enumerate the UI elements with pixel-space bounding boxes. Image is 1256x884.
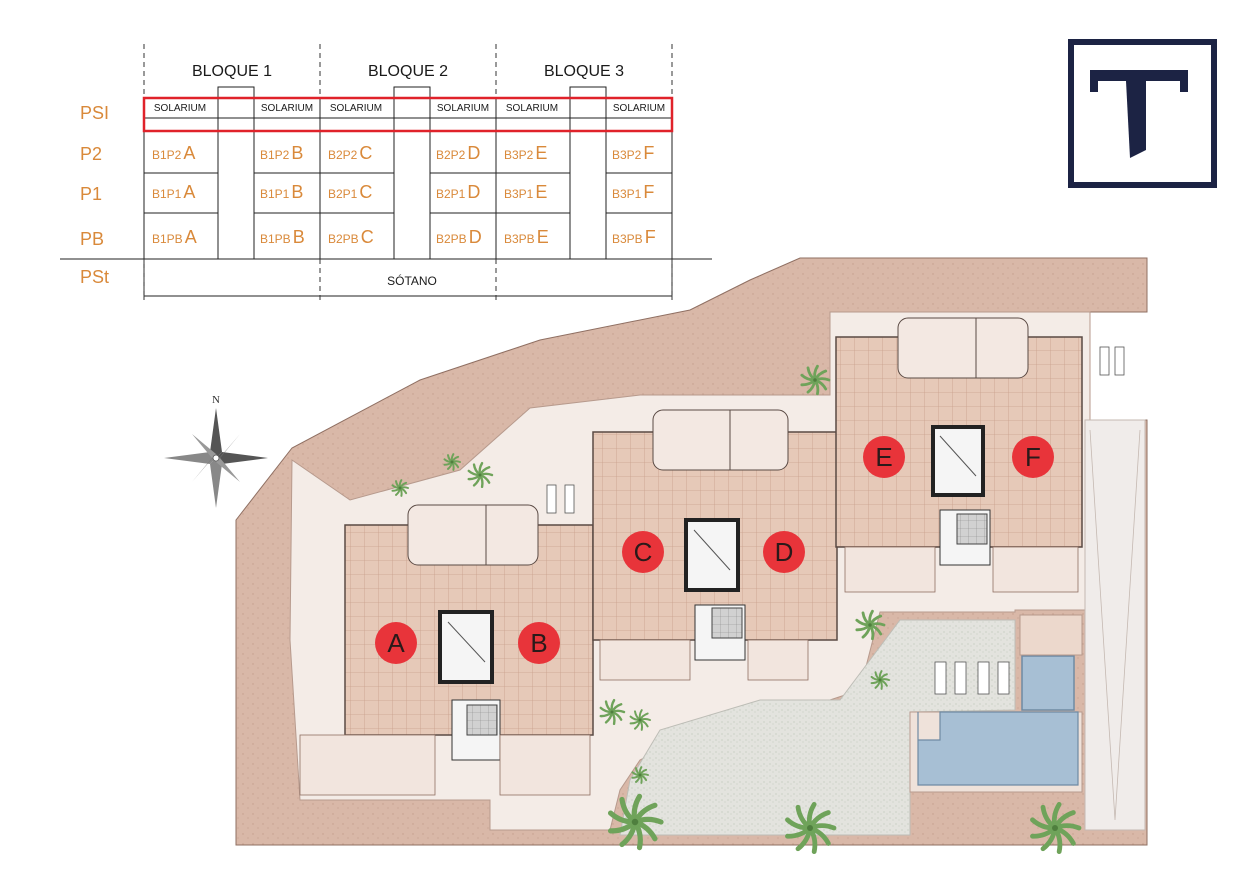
svg-text:D: D bbox=[775, 537, 794, 567]
solarium-label: SOLARIUM bbox=[613, 103, 665, 114]
garden-plants bbox=[391, 364, 1082, 855]
palm-plant bbox=[607, 793, 664, 851]
svg-text:E: E bbox=[875, 442, 892, 472]
floor-label: PSI bbox=[80, 103, 109, 123]
unit-marker-a: A bbox=[375, 622, 417, 664]
unit-marker-c: C bbox=[622, 531, 664, 573]
unit-marker-e: E bbox=[863, 436, 905, 478]
palm-plant bbox=[1030, 801, 1082, 855]
floor-label: P2 bbox=[80, 144, 102, 164]
palm-plant bbox=[599, 698, 626, 726]
solarium-label: SOLARIUM bbox=[261, 103, 313, 114]
unit-marker-d: D bbox=[763, 531, 805, 573]
solarium-label: SOLARIUM bbox=[154, 103, 206, 114]
building-block-3 bbox=[835, 317, 1083, 593]
north-label: N bbox=[212, 394, 220, 406]
basement-label: SÓTANO bbox=[387, 273, 437, 288]
palm-plant bbox=[785, 801, 837, 855]
unit-marker-f: F bbox=[1012, 436, 1054, 478]
palm-plant bbox=[443, 453, 461, 471]
palm-plant bbox=[855, 609, 886, 641]
solarium-label: SOLARIUM bbox=[437, 103, 489, 114]
sun-loungers bbox=[546, 346, 1125, 695]
svg-text:C: C bbox=[634, 537, 653, 567]
palm-plant bbox=[629, 709, 651, 731]
kids-pool bbox=[1021, 655, 1075, 711]
floor-label: PSt bbox=[80, 267, 109, 287]
brand-logo bbox=[1068, 39, 1217, 188]
block-header: BLOQUE 3 bbox=[544, 63, 624, 80]
unit-marker-b: B bbox=[518, 622, 560, 664]
solarium-label: SOLARIUM bbox=[330, 103, 382, 114]
north-arrow: N bbox=[164, 394, 268, 508]
block-header: BLOQUE 2 bbox=[368, 63, 448, 80]
swimming-pool bbox=[917, 711, 1079, 786]
svg-text:F: F bbox=[1025, 442, 1041, 472]
palm-plant bbox=[800, 364, 831, 396]
site-plan: A B C D E F N bbox=[164, 257, 1148, 855]
solarium-highlight-frame bbox=[142, 96, 674, 133]
svg-text:A: A bbox=[387, 628, 405, 658]
palm-plant bbox=[631, 766, 649, 784]
solarium-label: SOLARIUM bbox=[506, 103, 558, 114]
palm-plant bbox=[467, 461, 494, 489]
palm-plant bbox=[391, 479, 409, 497]
palm-plant bbox=[870, 670, 890, 690]
floor-label: PB bbox=[80, 229, 104, 249]
svg-text:B: B bbox=[530, 628, 547, 658]
floor-label: P1 bbox=[80, 184, 102, 204]
garden-area bbox=[619, 619, 1016, 836]
block-header: BLOQUE 1 bbox=[192, 63, 272, 80]
